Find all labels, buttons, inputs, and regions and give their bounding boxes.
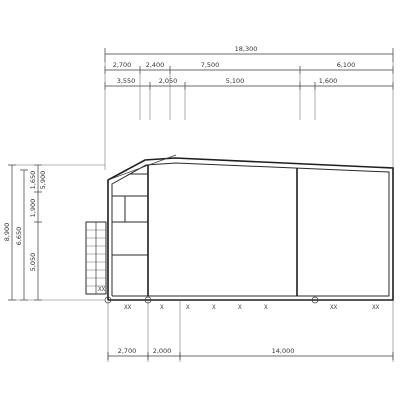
dim-left-overall: 8,900 [3,223,11,242]
top-dimension-lines: 18,300 2,700 2,400 7,500 6,100 3,550 2,0… [104,45,394,170]
stair-mark-1: XX [98,286,106,293]
dim-top-row1-2: 7,500 [201,61,220,69]
dim-top-row2-0: 3,550 [117,77,136,85]
dim-top-row1-0: 2,700 [113,61,132,69]
dim-top-row1-3: 6,100 [337,61,356,69]
dim-top-row2-3: 1,600 [319,77,338,85]
interior-walls [112,165,298,296]
wall-mark-7: XX [330,304,338,311]
wall-mark-5: X [238,304,242,311]
dim-bottom-1: 2,000 [153,347,172,355]
wall-mark-4: X [212,304,216,311]
dim-left-row-0: 1,650 [29,171,37,190]
dim-top-row2-1: 2,050 [159,77,178,85]
wall-mark-3: X [186,304,190,311]
wall-mark-2: X [160,304,164,311]
stair: XX [85,221,107,295]
building-outline [107,154,394,301]
dim-left-sub: 6,650 [15,227,23,246]
wall-mark-8: XX [372,304,380,311]
bottom-dimension-lines: 2,700 2,000 14,000 [107,300,394,362]
dim-bottom-2: 14,000 [272,347,295,355]
dim-left-small: 5,900 [39,171,47,190]
left-dimension-lines: 8,900 6,650 1,650 1,900 5,050 5,900 [3,164,105,301]
dim-left-row-1: 1,900 [29,199,37,218]
wall-mark-6: X [264,304,268,311]
wall-mark-1: XX [124,304,132,311]
dim-left-row-2: 5,050 [29,253,37,272]
dim-top-row1-1: 2,400 [146,61,165,69]
dim-bottom-0: 2,700 [118,347,137,355]
bottom-wall-markers: XX X X X X X XX XX [104,296,380,311]
dim-top-row2-2: 5,100 [226,77,245,85]
dim-top-overall: 18,300 [235,45,258,53]
